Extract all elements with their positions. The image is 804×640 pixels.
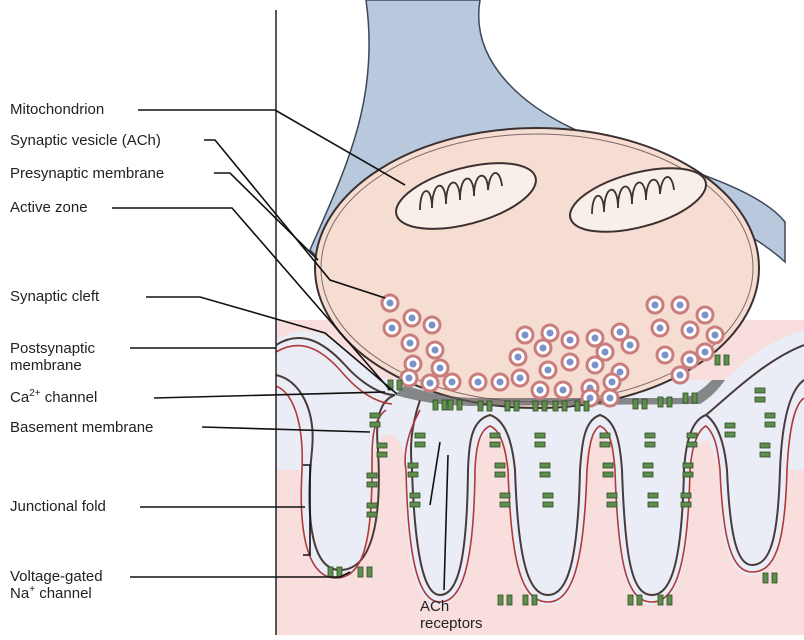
vesicle-core — [677, 302, 684, 309]
vesicle-core — [449, 379, 456, 386]
vesicle-core — [617, 329, 624, 336]
vesicle-core — [587, 395, 594, 402]
vesicle-core — [497, 379, 504, 386]
vesicle-core — [545, 367, 552, 374]
vesicle-core — [540, 345, 547, 352]
vesicle-core — [407, 340, 414, 347]
vesicle-core — [409, 315, 416, 322]
label-voltage-gated-channel: Voltage-gated Na+ channel — [10, 568, 103, 602]
vesicle-core — [537, 387, 544, 394]
label-basement-membrane: Basement membrane — [10, 419, 153, 436]
vesicle-core — [687, 357, 694, 364]
vesicle-core — [432, 347, 439, 354]
vesicle-core — [522, 332, 529, 339]
vesicle-core — [677, 372, 684, 379]
ca-superscript: 2+ — [29, 388, 40, 399]
label-panel — [0, 0, 276, 635]
na-channel-text: channel — [35, 585, 92, 602]
vesicle-core — [687, 327, 694, 334]
label-ach-line1: ACh — [420, 598, 449, 615]
label-postsynaptic-line2: membrane — [10, 357, 82, 374]
label-ach-receptors: ACh receptors — [420, 598, 483, 632]
vesicle-core — [627, 342, 634, 349]
vesicle-core — [662, 352, 669, 359]
label-ach-line2: receptors — [420, 615, 483, 632]
label-postsynaptic-line1: Postsynaptic — [10, 340, 95, 357]
vesicle-core — [609, 379, 616, 386]
vesicle-core — [592, 362, 599, 369]
ca-channel-text: channel — [41, 389, 98, 406]
vesicle-core — [387, 300, 394, 307]
label-mitochondrion: Mitochondrion — [10, 101, 104, 118]
label-presynaptic-membrane: Presynaptic membrane — [10, 165, 164, 182]
vesicle-core — [602, 349, 609, 356]
label-ca-channel: Ca2+ channel — [10, 389, 97, 406]
vesicle-core — [607, 395, 614, 402]
vesicle-core — [429, 322, 436, 329]
vesicle-core — [712, 332, 719, 339]
vesicle-core — [389, 325, 396, 332]
label-postsynaptic-membrane: Postsynaptic membrane — [10, 340, 95, 374]
vesicle-core — [475, 379, 482, 386]
label-synaptic-cleft: Synaptic cleft — [10, 288, 99, 305]
label-synaptic-vesicle: Synaptic vesicle (ACh) — [10, 132, 161, 149]
vesicle-core — [657, 325, 664, 332]
vesicle-core — [517, 375, 524, 382]
vesicle-core — [567, 337, 574, 344]
vesicle-core — [406, 375, 413, 382]
label-active-zone: Active zone — [10, 199, 88, 216]
vesicle-core — [560, 387, 567, 394]
label-voltage-gated-line1: Voltage-gated — [10, 568, 103, 585]
ca-text: Ca — [10, 389, 29, 406]
vesicle-core — [437, 365, 444, 372]
vesicle-core — [592, 335, 599, 342]
vesicle-core — [652, 302, 659, 309]
label-junctional-fold: Junctional fold — [10, 498, 106, 515]
vesicle-core — [547, 330, 554, 337]
vesicle-core — [410, 361, 417, 368]
na-text: Na — [10, 585, 29, 602]
vesicle-core — [702, 312, 709, 319]
vesicle-core — [515, 354, 522, 361]
vesicle-core — [427, 380, 434, 387]
vesicle-core — [702, 349, 709, 356]
vesicle-core — [567, 359, 574, 366]
